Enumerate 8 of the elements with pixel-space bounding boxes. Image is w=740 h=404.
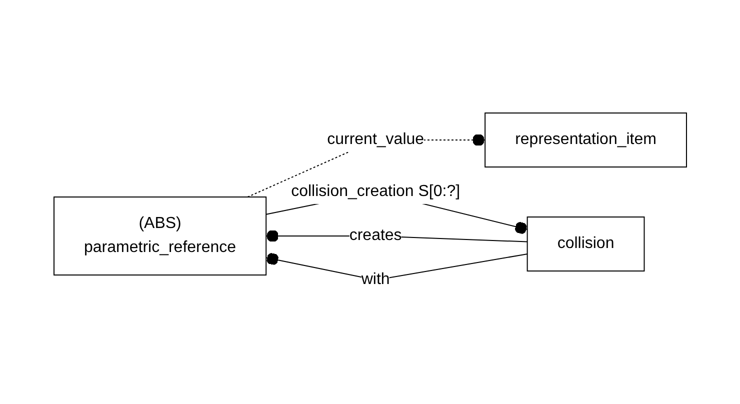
- node-box: representation_item: [484, 112, 687, 167]
- connector: [265, 252, 528, 280]
- node-box: collision: [526, 216, 644, 271]
- edge-label: creates: [349, 226, 402, 244]
- edge-label: with: [361, 270, 390, 288]
- edge-label: current_value: [326, 130, 424, 148]
- edge-label: collision_creation S[0:?]: [290, 182, 460, 200]
- node-box: (ABS) parametric_reference: [53, 196, 266, 275]
